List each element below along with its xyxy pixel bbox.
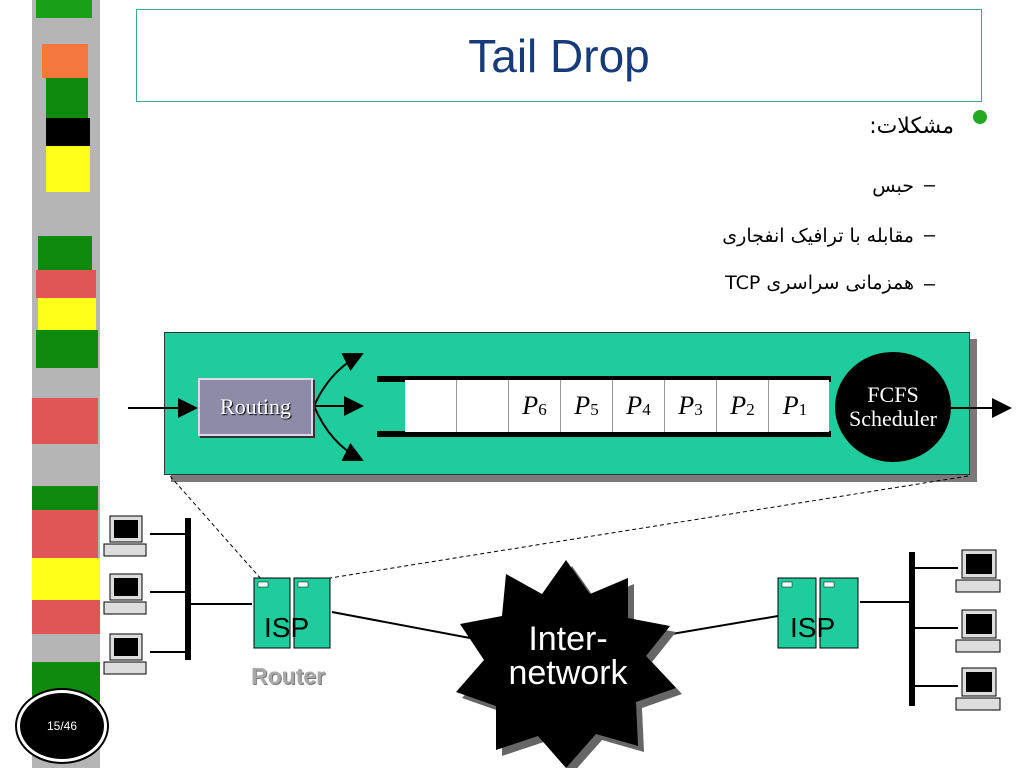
router-label: Router (251, 663, 326, 689)
bullet-dot-icon (973, 110, 987, 124)
routing-box: Routing (198, 378, 313, 436)
computer-icon (103, 633, 147, 675)
title-box: Tail Drop (136, 9, 982, 102)
decorative-strip (32, 0, 100, 768)
problems-heading: مشکلات: (869, 114, 954, 139)
fcfs-scheduler: FCFS Scheduler (835, 352, 951, 462)
scheduler-line-2: Scheduler (849, 406, 937, 431)
problem-item-1: حبس (872, 175, 914, 197)
scheduler-line-1: FCFS (867, 382, 919, 407)
queue-empty-slot (405, 380, 457, 432)
computer-icon (103, 515, 147, 557)
problem-item-2: مقابله با ترافیک انفجاری (722, 225, 914, 247)
internetwork-label: Inter- network (508, 620, 628, 692)
dash-icon: – (924, 224, 936, 246)
queue-empty-slot (457, 380, 509, 432)
dash-icon: – (924, 174, 936, 196)
slide-title: Tail Drop (468, 29, 650, 82)
computer-icon (955, 549, 1001, 593)
dash-icon: – (924, 273, 936, 295)
computer-icon (103, 573, 147, 615)
isp-label-left: ISP (264, 612, 310, 643)
isp-router-left (253, 577, 331, 649)
computer-icon (955, 609, 1001, 653)
queue-bottom-border (377, 431, 831, 437)
problem-item-3: همزمانی سراسری TCP (725, 272, 914, 294)
isp-label-right: ISP (790, 612, 836, 643)
isp-router-right (777, 577, 859, 649)
page-number-badge: 15/46 (17, 690, 107, 762)
queue-top-border (377, 376, 831, 382)
computer-icon (955, 667, 1001, 711)
